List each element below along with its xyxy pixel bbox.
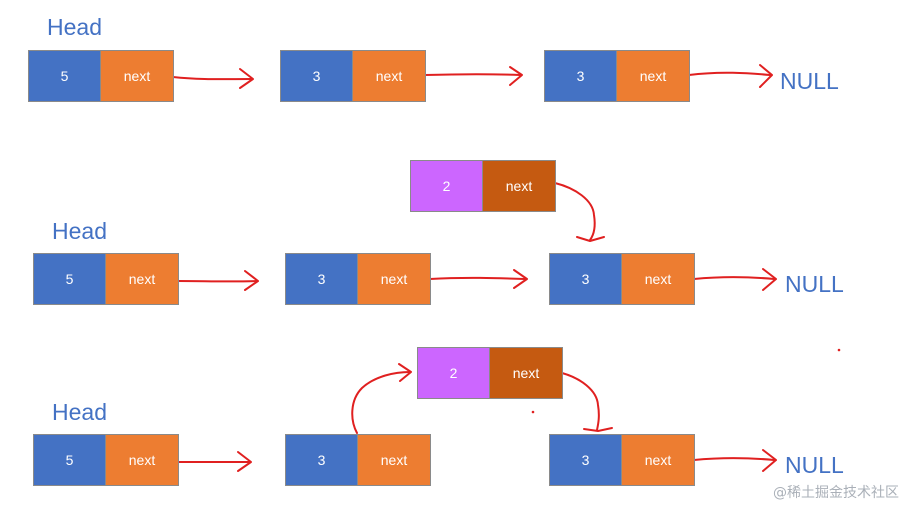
row1-arrow-null: [688, 64, 773, 88]
row2-arrow-2: [429, 269, 528, 289]
node-next: next: [622, 435, 694, 485]
row3-new-next-curve: [561, 372, 613, 432]
row3-node-1: 5 next: [33, 434, 179, 486]
row2-new-node: 2 next: [410, 160, 556, 212]
row3-old-link-curve: [351, 363, 412, 434]
node-value: 5: [34, 254, 106, 304]
node-value: 3: [550, 254, 622, 304]
row3-arrow-1: [177, 451, 252, 472]
node-next: next: [358, 435, 430, 485]
node-next: next: [106, 435, 178, 485]
node-next: next: [622, 254, 694, 304]
node-value: 3: [545, 51, 617, 101]
row3-head-label: Head: [52, 399, 107, 425]
row1-node-1: 5 next: [28, 50, 174, 102]
watermark: @稀土掘金技术社区: [773, 485, 899, 501]
row1-arrow-1: [172, 68, 254, 89]
row2-node-2: 3 next: [285, 253, 431, 305]
node-next: next: [490, 348, 562, 398]
node-next: next: [617, 51, 689, 101]
node-next: next: [358, 254, 430, 304]
node-value: 5: [29, 51, 101, 101]
node-next: next: [106, 254, 178, 304]
row3-arrow-null: [693, 449, 777, 472]
row2-head-label: Head: [52, 218, 107, 244]
node-value: 3: [281, 51, 353, 101]
node-next: next: [483, 161, 555, 211]
node-value: 3: [286, 254, 358, 304]
row2-node-3: 3 next: [549, 253, 695, 305]
row2-arrow-null: [693, 268, 777, 291]
row2-node-1: 5 next: [33, 253, 179, 305]
node-value: 2: [411, 161, 483, 211]
row2-null-label: NULL: [785, 271, 844, 297]
node-next: next: [353, 51, 425, 101]
row3-new-node: 2 next: [417, 347, 563, 399]
row1-arrow-2: [424, 66, 523, 86]
row3-node-2: 3 next: [285, 434, 431, 486]
row1-head-label: Head: [47, 14, 102, 40]
node-value: 3: [550, 435, 622, 485]
row3-node-3: 3 next: [549, 434, 695, 486]
row2-arrow-1: [177, 270, 259, 291]
node-value: 3: [286, 435, 358, 485]
node-next: next: [101, 51, 173, 101]
row1-node-2: 3 next: [280, 50, 426, 102]
row3-null-label: NULL: [785, 452, 844, 478]
node-value: 2: [418, 348, 490, 398]
row1-null-label: NULL: [780, 68, 839, 94]
row1-node-3: 3 next: [544, 50, 690, 102]
row2-new-next-curve: [554, 182, 605, 242]
stray-dot: [531, 410, 535, 414]
stray-dot: [837, 348, 841, 352]
node-value: 5: [34, 435, 106, 485]
